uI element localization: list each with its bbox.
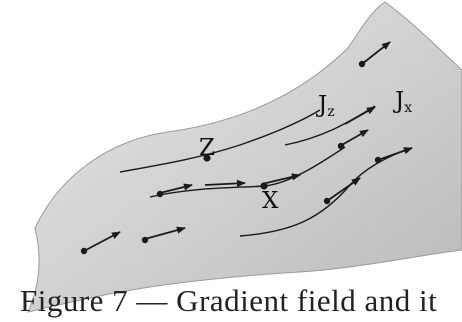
curved-surface-sheet — [28, 2, 462, 312]
field-point — [324, 198, 330, 204]
figure-caption: Figure 7 — Gradient field and it — [20, 283, 462, 322]
field-point — [338, 143, 344, 149]
field-point — [142, 237, 148, 243]
jz-label-sub: z — [327, 104, 334, 120]
jx-label-main: J — [393, 88, 404, 114]
jx-label-sub: x — [404, 100, 412, 116]
field-point — [157, 191, 163, 197]
field-point — [375, 157, 381, 163]
point-x-label: X — [262, 188, 279, 214]
point-z-label: Z — [199, 135, 215, 161]
jz-label-main: J — [316, 92, 327, 118]
field-point — [359, 61, 365, 67]
field-point — [81, 248, 87, 254]
